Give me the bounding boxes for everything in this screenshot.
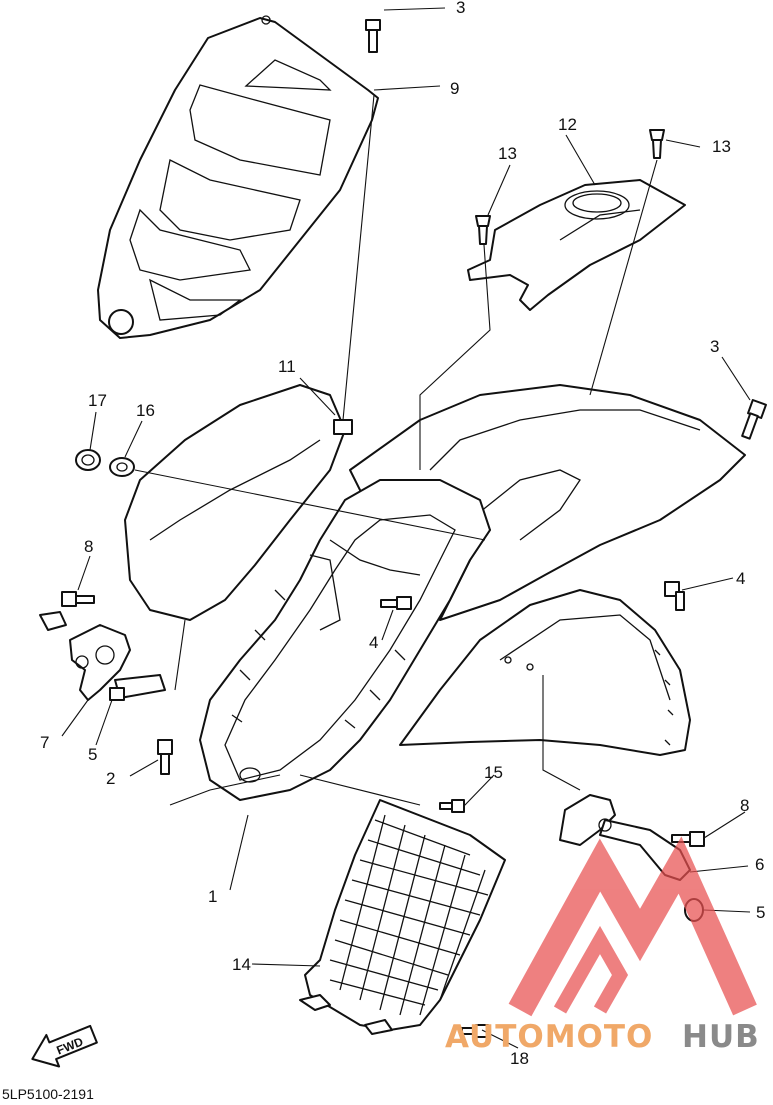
callout-17: 17 — [88, 391, 107, 410]
bolt-8-left — [61, 591, 95, 607]
callout-13-right: 13 — [712, 137, 731, 156]
leader-lines — [61, 7, 751, 1049]
callout-4-center: 4 — [369, 633, 378, 652]
callout-15: 15 — [484, 763, 503, 782]
callout-12: 12 — [558, 115, 577, 134]
drawing-code: 5LP5100-2191 — [2, 1086, 94, 1100]
callout-16: 16 — [136, 401, 155, 420]
front-upper-cover — [97, 15, 379, 339]
callout-18: 18 — [510, 1049, 529, 1068]
callout-8-right: 8 — [740, 796, 749, 815]
tank-cover-panel — [467, 179, 686, 311]
bolt-10 — [365, 19, 381, 53]
headlight-bracket-left — [39, 611, 166, 701]
clip-13-left — [475, 215, 491, 245]
callout-4-right: 4 — [736, 569, 745, 588]
clip-13-right — [649, 129, 665, 159]
callout-5-left: 5 — [88, 745, 97, 764]
bolt-4-center — [380, 596, 412, 610]
callout-8-left: 8 — [84, 537, 93, 556]
callout-labels: 3 9 12 13 13 3 11 17 16 8 4 4 7 5 2 15 8… — [40, 0, 765, 1068]
callout-5-right: 5 — [756, 903, 765, 922]
watermark-word-automoto: AUTOMOTO — [445, 1019, 653, 1055]
bolt-18 — [461, 1024, 489, 1038]
bolt-15 — [439, 799, 465, 813]
watermark-word-hub: HUB — [682, 1019, 760, 1055]
bolt-3 — [741, 399, 767, 440]
callout-1: 1 — [208, 887, 217, 906]
watermark-triangle-icon — [508, 836, 757, 1017]
callout-13-left: 13 — [498, 144, 517, 163]
bolt-2 — [157, 739, 173, 775]
washer-16 — [109, 457, 135, 477]
nut-5-left — [109, 687, 125, 701]
front-grille — [299, 799, 506, 1035]
bolt-8-right — [671, 831, 705, 847]
front-fender-main — [124, 384, 746, 801]
watermark-logo — [508, 836, 757, 1017]
callout-11: 11 — [278, 357, 296, 376]
callout-7: 7 — [40, 733, 49, 752]
callout-6: 6 — [755, 855, 764, 874]
callout-14: 14 — [232, 955, 251, 974]
bolt-4-right — [664, 581, 685, 611]
callout-10: 3 — [456, 0, 465, 17]
nut-11 — [333, 419, 353, 435]
callout-2: 2 — [106, 769, 115, 788]
nut-17 — [75, 449, 101, 471]
forward-direction-arrow: FWD — [31, 1024, 98, 1068]
callout-9: 9 — [450, 79, 459, 98]
callout-3: 3 — [710, 337, 719, 356]
